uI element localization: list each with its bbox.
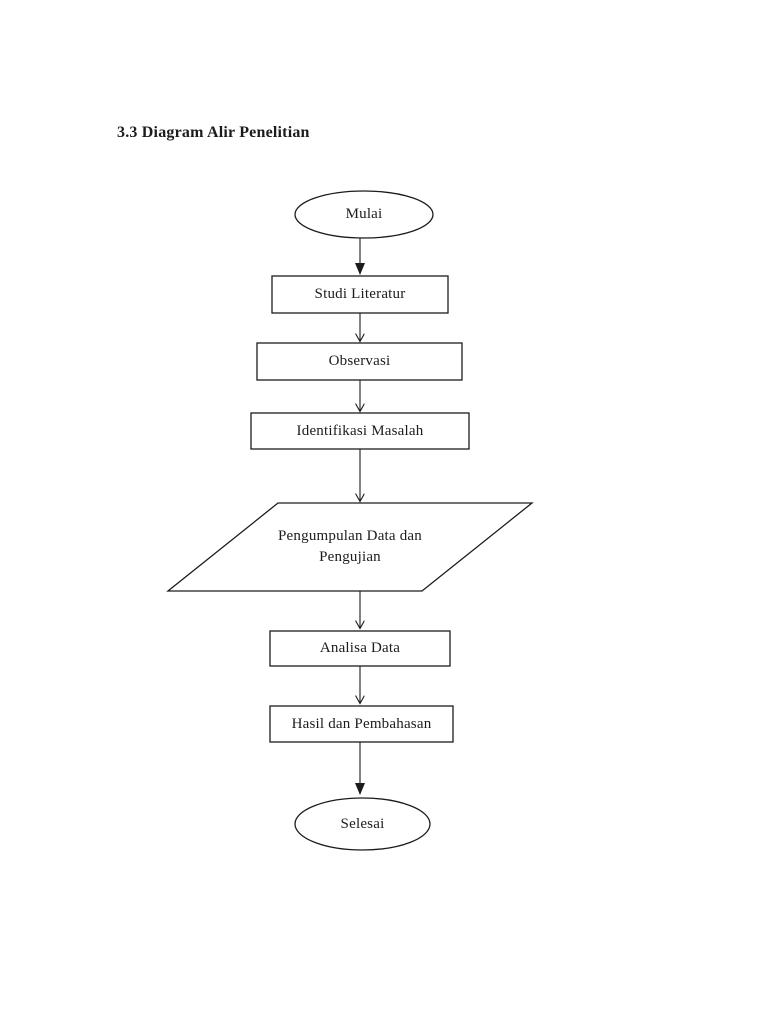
terminator-shape-selesai [294,797,431,851]
process-shape-hasil-pembahasan [269,705,454,743]
flowchart-node-label-selesai: Selesai [340,815,385,832]
parallelogram-shape-pengumpulan-data [166,502,534,592]
flowchart-node-label-identifikasi-masalah: Identifikasi Masalah [296,422,424,439]
flowchart-node-label-mulai: Mulai [345,206,383,222]
flowchart-node-label-pengumpulan-data: Pengumpulan Data dan Pengujian [278,528,422,565]
flowchart-node-label-studi-literatur: Studi Literatur [314,286,406,302]
section-heading: 3.3 Diagram Alir Penelitian [117,124,310,141]
process-shape-observasi [256,342,463,381]
flowchart-node-label-analisa-data: Analisa Data [319,640,401,656]
terminator-shape-mulai [294,190,434,239]
process-shape-studi-literatur [271,275,449,314]
flowchart-node-label-observasi: Observasi [328,353,391,369]
flowchart-node-label-hasil-pembahasan: Hasil dan Pembahasan [291,715,432,732]
